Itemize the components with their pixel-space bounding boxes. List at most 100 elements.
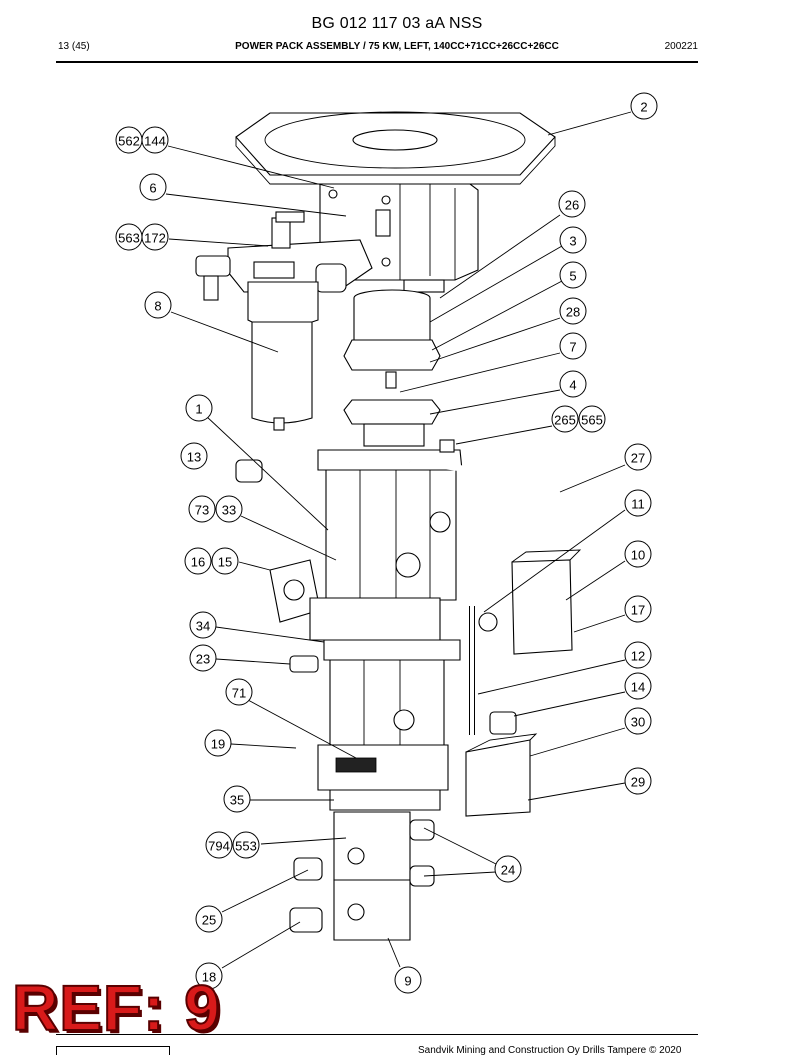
- callout-34: 34: [189, 611, 217, 639]
- svg-text:24: 24: [501, 863, 515, 878]
- svg-text:18: 18: [202, 970, 216, 985]
- callout-10: 10: [624, 540, 652, 568]
- footer-copyright: Sandvik Mining and Construction Oy Drill…: [418, 1045, 682, 1056]
- coupling-spider: [385, 371, 397, 389]
- svg-text:23: 23: [196, 652, 210, 667]
- svg-text:73: 73: [195, 503, 209, 518]
- svg-text:12: 12: [631, 649, 645, 664]
- callout-265: 265: [551, 405, 579, 433]
- callout-144: 144: [141, 126, 169, 154]
- callout-28: 28: [559, 297, 587, 325]
- callout-71: 71: [225, 678, 253, 706]
- svg-text:562: 562: [118, 134, 140, 149]
- callout-14: 14: [624, 672, 652, 700]
- svg-text:14: 14: [631, 680, 645, 695]
- callout-553: 553: [232, 831, 260, 859]
- document-number: BG 012 117 03 aA NSS: [311, 15, 483, 32]
- page-title: POWER PACK ASSEMBLY / 75 KW, LEFT, 140CC…: [235, 41, 559, 52]
- callout-4: 4: [559, 370, 587, 398]
- callout-7: 7: [559, 332, 587, 360]
- svg-text:9: 9: [404, 974, 411, 989]
- filter-head: [195, 211, 373, 301]
- callout-24: 24: [494, 855, 522, 883]
- svg-text:10: 10: [631, 548, 645, 563]
- svg-text:563: 563: [118, 231, 140, 246]
- gear-pumps: [289, 811, 435, 941]
- coupling-upper: [343, 289, 441, 371]
- svg-text:33: 33: [222, 503, 236, 518]
- callout-9: 9: [394, 966, 422, 994]
- pump-manifold: [317, 744, 449, 811]
- svg-text:19: 19: [211, 737, 225, 752]
- callout-794: 794: [205, 831, 233, 859]
- callout-17: 17: [624, 595, 652, 623]
- callout-12: 12: [624, 641, 652, 669]
- callout-1: 1: [185, 394, 213, 422]
- svg-text:172: 172: [144, 231, 166, 246]
- svg-text:17: 17: [631, 603, 645, 618]
- callout-8: 8: [144, 291, 172, 319]
- callout-563: 563: [115, 223, 143, 251]
- svg-text:25: 25: [202, 913, 216, 928]
- svg-text:15: 15: [218, 555, 232, 570]
- svg-text:26: 26: [565, 198, 579, 213]
- svg-text:265: 265: [554, 413, 576, 428]
- callout-18: 18: [195, 962, 223, 990]
- svg-text:2: 2: [640, 100, 647, 115]
- svg-text:8: 8: [154, 299, 161, 314]
- leader-lines: [165, 111, 632, 969]
- valve-block-lower: [465, 711, 538, 817]
- callout-29: 29: [624, 767, 652, 795]
- svg-text:6: 6: [149, 181, 156, 196]
- header-rule: [56, 61, 698, 63]
- callout-562: 562: [115, 126, 143, 154]
- filter-bowl: [247, 281, 319, 431]
- callout-33: 33: [215, 495, 243, 523]
- pressure-tube: [409, 459, 573, 560]
- svg-text:7: 7: [569, 340, 576, 355]
- callout-27: 27: [624, 443, 652, 471]
- callout-30: 30: [624, 707, 652, 735]
- svg-text:565: 565: [581, 413, 603, 428]
- svg-text:29: 29: [631, 775, 645, 790]
- pump-mid-section: [235, 459, 461, 673]
- callout-172: 172: [141, 223, 169, 251]
- svg-text:794: 794: [208, 839, 230, 854]
- document-date: 200221: [664, 41, 698, 52]
- svg-text:16: 16: [191, 555, 205, 570]
- svg-text:34: 34: [196, 619, 210, 634]
- callout-565: 565: [578, 405, 606, 433]
- reference-label: REF: 9: [11, 972, 221, 1044]
- svg-text:144: 144: [144, 134, 166, 149]
- svg-text:3: 3: [569, 234, 576, 249]
- svg-text:35: 35: [230, 793, 244, 808]
- valve-block-upper: [478, 549, 582, 655]
- callout-2: 2: [630, 92, 658, 120]
- callout-35: 35: [223, 785, 251, 813]
- svg-text:28: 28: [566, 305, 580, 320]
- callout-3: 3: [559, 226, 587, 254]
- callout-23: 23: [189, 644, 217, 672]
- callout-26: 26: [558, 190, 586, 218]
- callout-25: 25: [195, 905, 223, 933]
- second-pump: [329, 659, 445, 746]
- callout-6: 6: [139, 173, 167, 201]
- mounting-flange: [235, 111, 556, 185]
- svg-text:5: 5: [569, 269, 576, 284]
- svg-text:553: 553: [235, 839, 257, 854]
- callout-5: 5: [559, 261, 587, 289]
- callout-11: 11: [624, 489, 652, 517]
- brand-logo-box: [56, 1046, 170, 1055]
- callout-16: 16: [184, 547, 212, 575]
- svg-text:71: 71: [232, 686, 246, 701]
- svg-text:30: 30: [631, 715, 645, 730]
- callout-15: 15: [211, 547, 239, 575]
- svg-text:11: 11: [631, 497, 645, 512]
- footer-rule: [56, 1034, 698, 1036]
- svg-text:13: 13: [187, 450, 201, 465]
- page-number: 13 (45): [58, 41, 90, 52]
- callout-73: 73: [188, 495, 216, 523]
- coupling-lower: [343, 399, 441, 447]
- svg-text:1: 1: [195, 402, 202, 417]
